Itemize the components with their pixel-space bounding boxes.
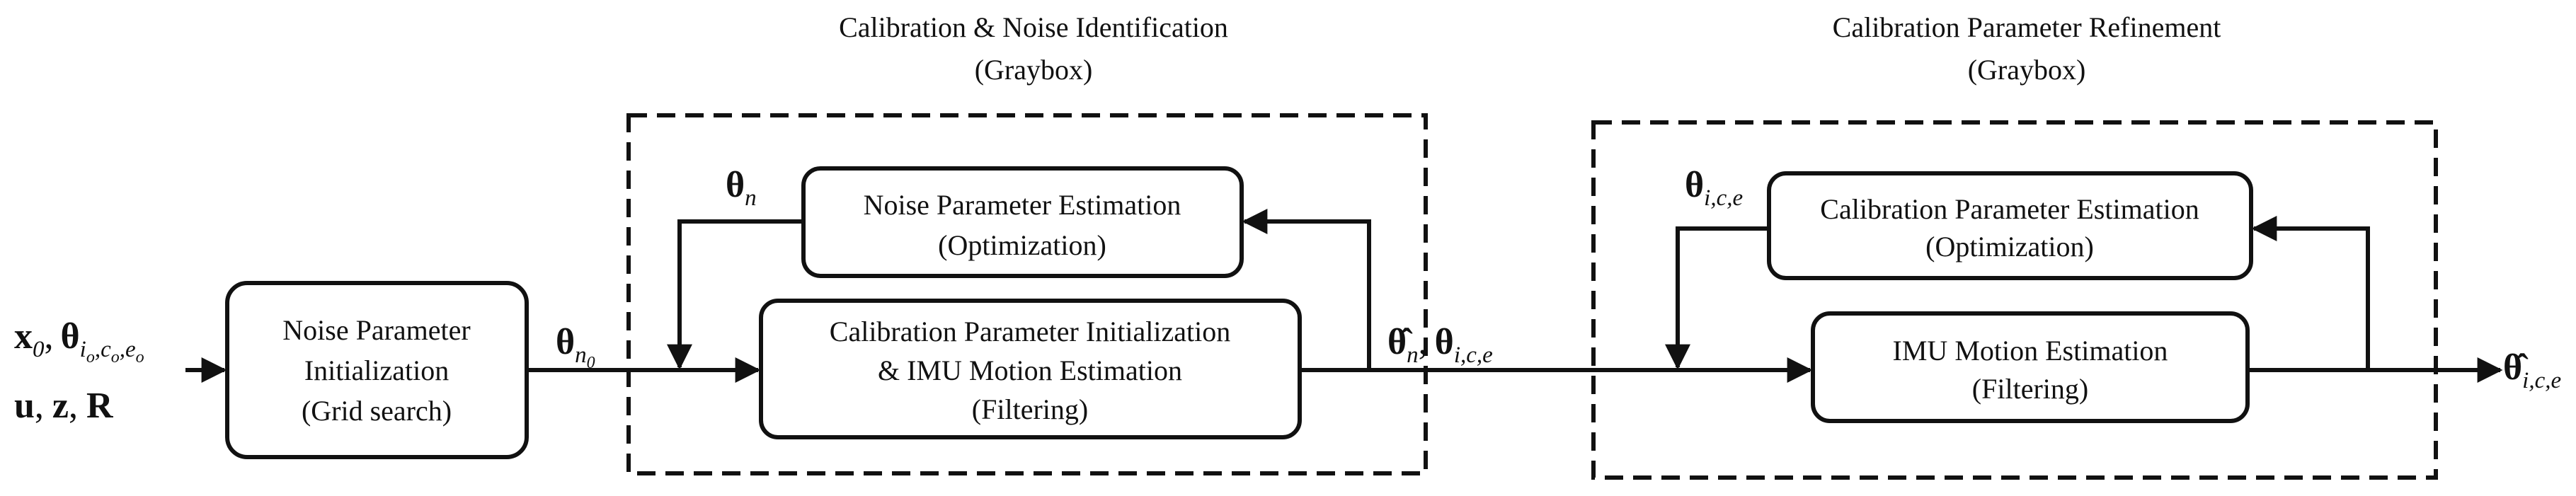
group-box-calibration-noise — [626, 113, 1428, 475]
signal-label-theta-ice: θi,c,e — [1685, 165, 1743, 211]
svg-text:θn: θn — [726, 165, 757, 211]
block-calibration-initialization-imu-motion: Calibration Parameter Initialization & I… — [759, 299, 1302, 439]
block-noise-parameter-initialization: Noise Parameter Initialization (Grid sea… — [225, 281, 529, 459]
group-title-refinement: Calibration Parameter Refinement (Graybo… — [1833, 11, 2221, 86]
arrow-feedback-to-noise-estimation — [1242, 209, 1371, 372]
signal-label-theta-n0: θn0 — [556, 322, 595, 372]
svg-text:Noise Parameter: Noise Parameter — [282, 314, 470, 346]
svg-text:(Graybox): (Graybox) — [975, 54, 1093, 86]
svg-text:θ̂n,θi,c,e: θ̂n,θi,c,e — [1387, 322, 1493, 368]
svg-text:(Graybox): (Graybox) — [1968, 54, 2086, 86]
svg-text:x0,θio,co,eo: x0,θio,co,eo — [14, 316, 144, 367]
svg-text:(Optimization): (Optimization) — [1925, 231, 2094, 263]
svg-text:θ̂i,c,e: θ̂i,c,e — [2503, 347, 2561, 393]
svg-text:(Filtering): (Filtering) — [1972, 373, 2088, 405]
arrow-feedback-to-calibration-estimation — [2248, 216, 2370, 372]
svg-text:Calibration Parameter Refineme: Calibration Parameter Refinement — [1833, 11, 2221, 43]
block-calibration-parameter-estimation: Calibration Parameter Estimation (Optimi… — [1767, 171, 2253, 280]
signal-label-theta-hat-n-theta-ice: θ̂n,θi,c,e — [1387, 322, 1493, 368]
input-label-line2: u,z,R — [14, 386, 114, 426]
signal-label-theta-n: θn — [726, 165, 757, 211]
svg-text:Noise Parameter Estimation: Noise Parameter Estimation — [864, 189, 1181, 221]
group-box-refinement — [1591, 120, 2438, 480]
block-imu-motion-estimation: IMU Motion Estimation (Filtering) — [1811, 311, 2250, 423]
input-label-line1: x0,θio,co,eo — [14, 316, 144, 367]
svg-text:& IMU Motion Estimation: & IMU Motion Estimation — [878, 354, 1182, 386]
svg-text:(Filtering): (Filtering) — [972, 393, 1088, 425]
arrow-noise-estimation-to-main-line — [667, 219, 803, 370]
svg-text:θi,c,e: θi,c,e — [1685, 165, 1743, 211]
svg-text:Calibration Parameter Initiali: Calibration Parameter Initialization — [830, 316, 1230, 347]
connectors — [185, 209, 2503, 383]
svg-text:Calibration & Noise Identifica: Calibration & Noise Identification — [839, 11, 1228, 43]
svg-text:(Optimization): (Optimization) — [938, 229, 1106, 261]
svg-text:(Grid search): (Grid search) — [302, 395, 452, 427]
svg-text:Calibration Parameter Estimati: Calibration Parameter Estimation — [1820, 193, 2199, 225]
block-noise-parameter-estimation: Noise Parameter Estimation (Optimization… — [801, 166, 1244, 278]
svg-text:θn0: θn0 — [556, 322, 595, 372]
svg-text:u,z,R: u,z,R — [14, 386, 114, 426]
arrow-calibration-estimation-to-main-line — [1665, 226, 1769, 370]
signal-label-output-theta-hat-ice: θ̂i,c,e — [2503, 347, 2561, 393]
svg-text:Initialization: Initialization — [304, 354, 449, 386]
svg-text:IMU Motion Estimation: IMU Motion Estimation — [1893, 335, 2168, 367]
group-title-calibration-noise: Calibration & Noise Identification (Gray… — [839, 11, 1228, 86]
